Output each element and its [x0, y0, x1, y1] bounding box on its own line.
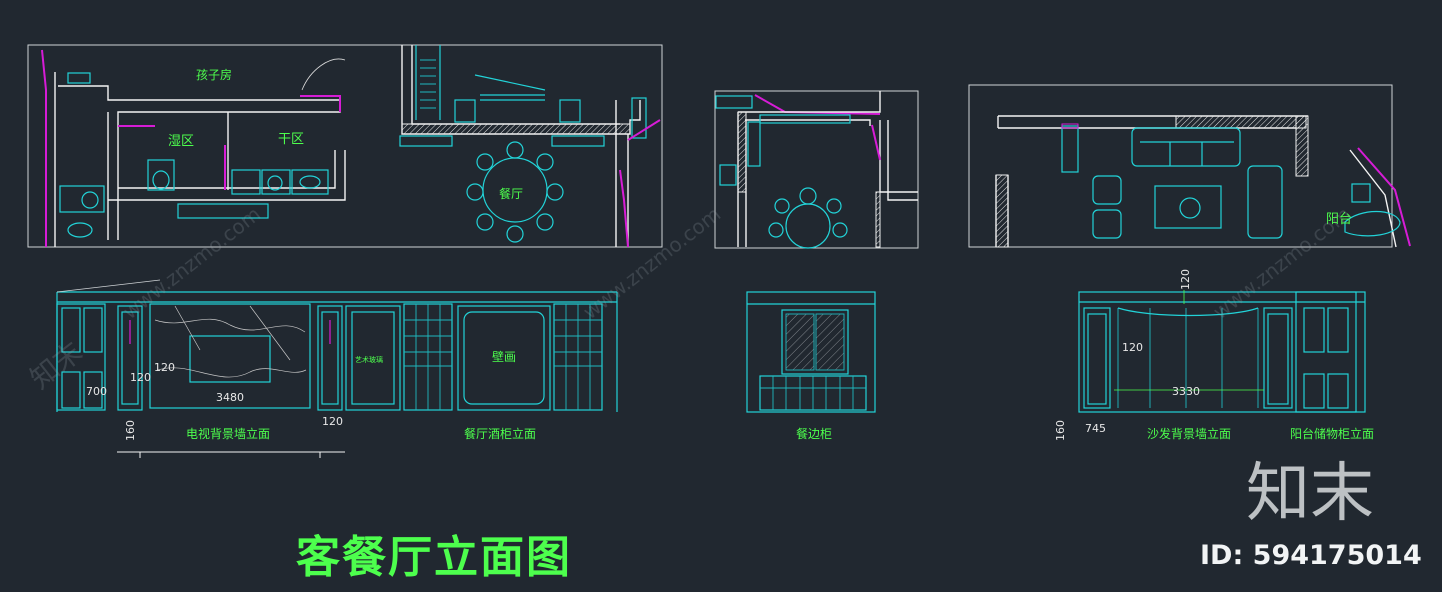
watermark-logo: 知末: [1246, 457, 1374, 531]
label-dining-hall: 餐厅: [499, 186, 523, 201]
dim-tv-height: 700: [86, 385, 107, 398]
dim-sofa-offset: 745: [1085, 422, 1106, 435]
caption-balcony-cabinet: 阳台储物柜立面: [1290, 426, 1374, 441]
elevation-sideboard: [746, 291, 876, 413]
caption-wine-cabinet: 餐厅酒柜立面: [464, 426, 536, 441]
caption-sofa-wall: 沙发背景墙立面: [1147, 426, 1231, 441]
caption-sideboard: 餐边柜: [796, 426, 832, 441]
plan-dining-corner: [714, 90, 919, 249]
label-balcony: 阳台: [1326, 212, 1352, 227]
watermark-site-1: www.znzmo.com: [118, 202, 265, 324]
drawing-title: 客餐厅立面图: [296, 532, 572, 583]
watermark-id: ID: 594175014: [1200, 540, 1422, 571]
label-art-glass: 艺术玻璃: [355, 355, 383, 364]
dim-tv-base: 160: [124, 420, 137, 441]
sofa-plan: [1092, 127, 1283, 239]
label-dry-zone: 干区: [278, 132, 304, 147]
elevation-tv-and-wine: [56, 279, 618, 458]
plan-living-room: [968, 84, 1411, 248]
label-kids-room: 孩子房: [196, 67, 232, 82]
dim-sofa-width: 3330: [1172, 385, 1200, 398]
watermark-logo-small: 知末: [24, 335, 88, 395]
caption-tv-wall: 电视背景墙立面: [186, 426, 270, 441]
dim-tv-width: 3480: [216, 391, 244, 404]
dim-sofa-top: 120: [1179, 269, 1192, 290]
dim-sofa-base: 160: [1054, 420, 1067, 441]
watermark-logo-text: 知末: [1246, 457, 1374, 531]
label-wet-zone: 湿区: [168, 134, 194, 149]
dim-tv-side-c: 120: [322, 415, 343, 428]
label-mural: 壁画: [492, 349, 516, 364]
dim-tv-side-b: 120: [154, 361, 175, 374]
dim-tv-side-a: 120: [130, 371, 151, 384]
watermark-site-2: www.znzmo.com: [578, 202, 725, 324]
plan-bathroom: [27, 44, 663, 248]
elevation-sofa-and-balcony: [1078, 290, 1366, 413]
dining-table-plan-2: [768, 187, 848, 249]
dim-sofa-side: 120: [1122, 341, 1143, 354]
dining-table-plan: [466, 141, 564, 243]
